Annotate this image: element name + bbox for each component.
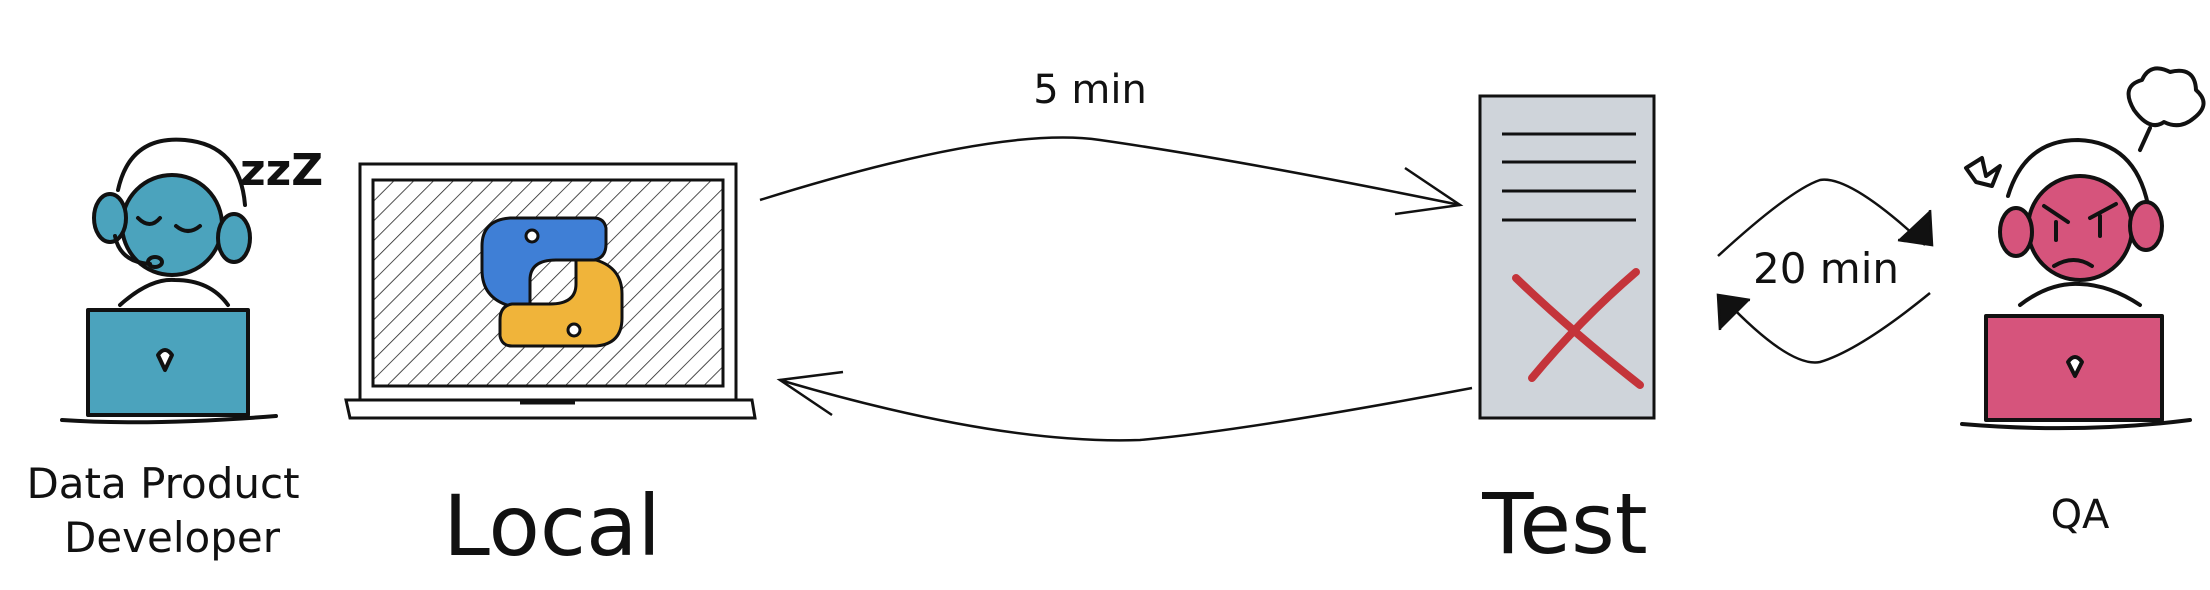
qa-label: QA [2051, 492, 2110, 538]
developer-label-line2: Developer [64, 513, 281, 562]
qa-time-label: 20 min [1753, 244, 1899, 293]
developer-figure: zzZ Data Product Developer [26, 137, 323, 562]
fail-cross-icon [1512, 268, 1644, 389]
local-environment: Local [344, 162, 757, 575]
test-environment: Test [1478, 94, 1656, 573]
sleeping-developer-icon [60, 137, 278, 425]
sleep-zzz: zzZ [240, 145, 323, 196]
test-label: Test [1481, 475, 1647, 573]
developer-label-line1: Data Product [26, 459, 299, 508]
laptop-icon [344, 162, 757, 420]
local-label: Local [443, 477, 661, 575]
deploy-arrow [759, 136, 1464, 216]
test-server-icon [1478, 94, 1656, 420]
deploy-time-label: 5 min [1033, 67, 1147, 113]
qa-figure: QA [1960, 66, 2206, 538]
qa-loop-arrows [1716, 178, 1934, 364]
angry-qa-icon [1960, 66, 2206, 431]
feedback-arrow [776, 370, 1473, 442]
python-logo-icon [480, 216, 624, 348]
